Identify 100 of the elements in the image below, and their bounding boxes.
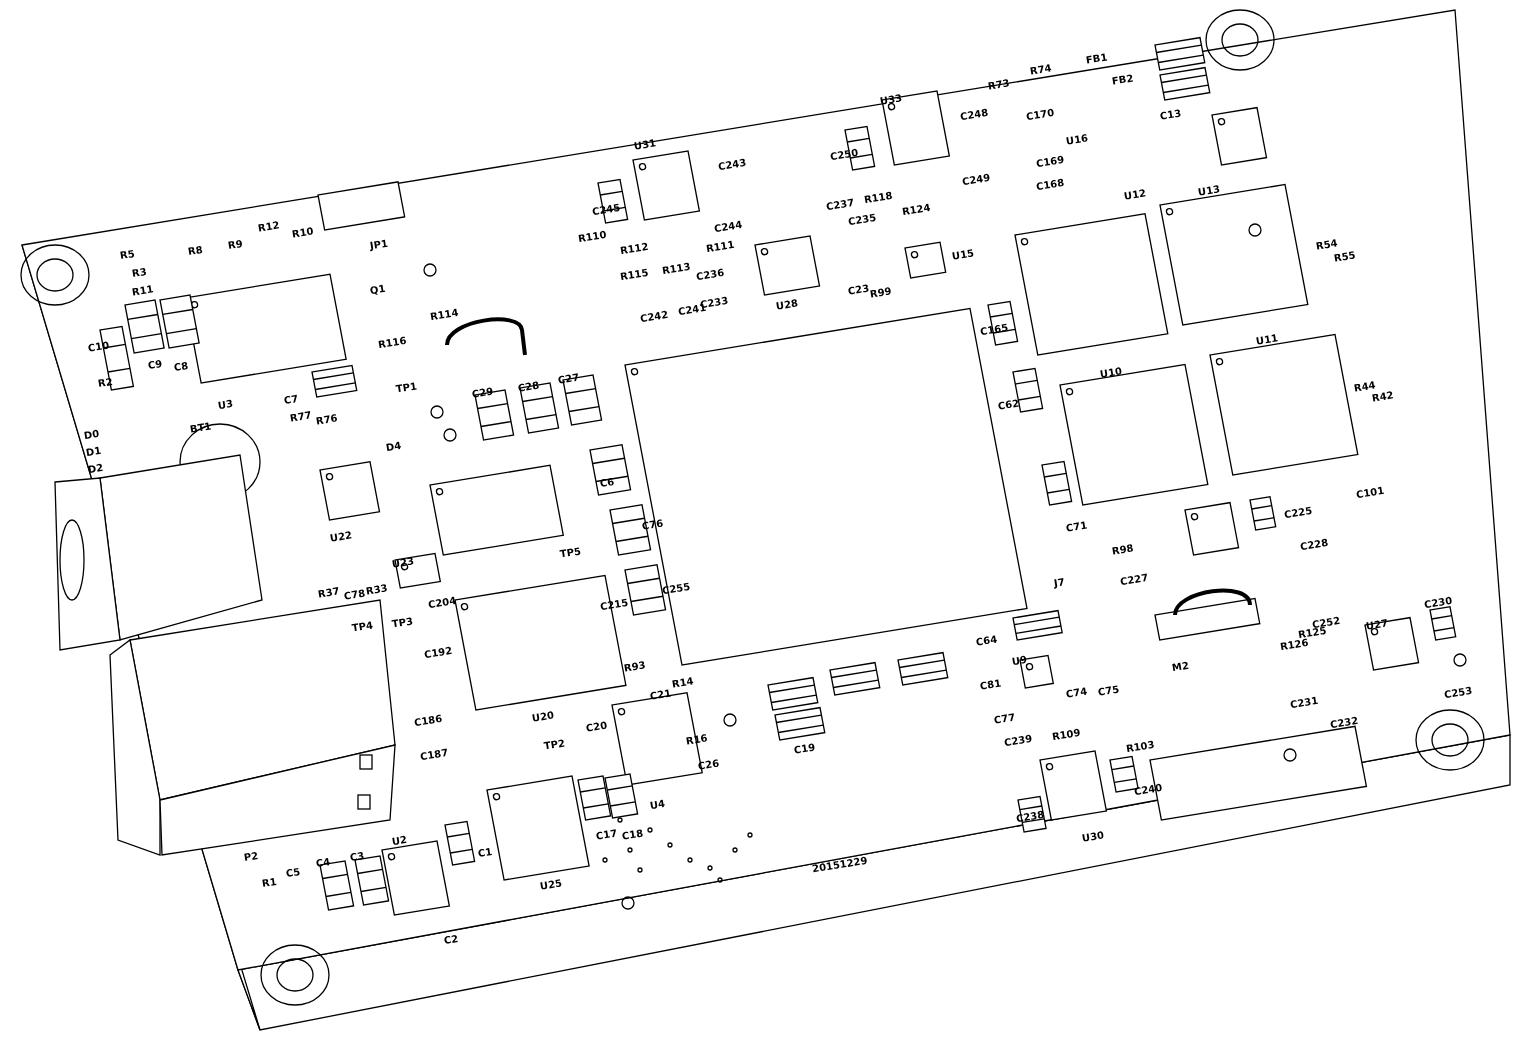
silkscreen-label: TP2 — [543, 738, 566, 752]
silkscreen-label: U2 — [391, 834, 408, 848]
silkscreen-label: C20 — [585, 720, 608, 734]
silkscreen-label: C78 — [343, 588, 366, 602]
silkscreen-label: R113 — [661, 261, 692, 277]
silkscreen-label: C165 — [979, 322, 1009, 338]
silkscreen-label: R118 — [863, 190, 894, 206]
silkscreen-label: C250 — [829, 147, 859, 163]
silkscreen-label: R33 — [365, 583, 389, 597]
silkscreen-label: C192 — [423, 645, 453, 661]
silkscreen-label: R99 — [869, 286, 893, 300]
silkscreen-label: U25 — [539, 878, 563, 892]
silkscreen-label: R93 — [623, 660, 647, 674]
silkscreen-label: C230 — [1423, 595, 1453, 611]
silkscreen-label: U28 — [775, 298, 799, 312]
silkscreen-label: BT1 — [189, 421, 213, 435]
silkscreen-label: M2 — [1171, 660, 1190, 674]
silkscreen-label: C1 — [477, 846, 493, 860]
silkscreen-label: C242 — [639, 309, 669, 325]
silkscreen-label: C3 — [349, 850, 365, 864]
silkscreen-label: C227 — [1119, 572, 1149, 588]
silkscreen-label: U33 — [879, 93, 903, 107]
silkscreen-label: C17 — [595, 828, 618, 842]
silkscreen-label: U3 — [217, 398, 234, 412]
silkscreen-label: C76 — [641, 518, 664, 532]
silkscreen-label: R1 — [261, 876, 278, 890]
silkscreen-label: C29 — [471, 386, 494, 400]
silkscreen-label: C81 — [979, 678, 1002, 692]
silkscreen-label: JP1 — [369, 238, 389, 252]
silkscreen-label: D1 — [85, 445, 102, 459]
silkscreen-label: U30 — [1081, 830, 1105, 844]
silkscreen-label: R114 — [429, 307, 460, 323]
silkscreen-label: U16 — [1065, 133, 1089, 147]
silkscreen-label: R5 — [119, 248, 136, 262]
silkscreen-label: Q1 — [369, 283, 387, 297]
silkscreen-label: C18 — [621, 828, 644, 842]
silkscreen-label: C169 — [1035, 154, 1065, 170]
silkscreen-label: R103 — [1125, 739, 1156, 755]
silkscreen-label: C236 — [695, 267, 725, 283]
silkscreen-label: C249 — [961, 172, 991, 188]
silkscreen-label: C204 — [427, 595, 457, 611]
silkscreen-label: C231 — [1289, 695, 1319, 711]
silkscreen-label: U22 — [329, 530, 353, 544]
silkscreen-label: U12 — [1123, 188, 1147, 202]
silkscreen-label: C26 — [697, 758, 720, 772]
silkscreen-label: D0 — [83, 428, 100, 442]
silkscreen-label: J7 — [1053, 577, 1066, 589]
silkscreen-label: R37 — [317, 586, 341, 600]
silkscreen-label: R10 — [291, 226, 315, 240]
silkscreen-label: 20151229 — [811, 855, 869, 875]
silkscreen-label: C237 — [825, 197, 855, 213]
silkscreen-label: U27 — [1365, 618, 1389, 632]
silkscreen-label: C239 — [1003, 733, 1033, 749]
silkscreen-label: C9 — [147, 358, 163, 372]
silkscreen-label: R8 — [187, 244, 204, 258]
silkscreen-label: R115 — [619, 267, 650, 283]
silkscreen-label: C74 — [1065, 686, 1088, 700]
silkscreen-label: C186 — [413, 713, 443, 729]
silkscreen-label: C64 — [975, 634, 998, 648]
silkscreen-label: C170 — [1025, 107, 1055, 123]
silkscreen-label: P2 — [243, 850, 259, 864]
silkscreen-label: U10 — [1099, 366, 1123, 380]
silkscreen-label: C228 — [1299, 537, 1329, 553]
silkscreen-label: C238 — [1015, 809, 1045, 825]
silkscreen-label: C240 — [1133, 782, 1163, 798]
silkscreen-label: R55 — [1333, 250, 1357, 264]
silkscreen-label: D4 — [385, 440, 402, 454]
silkscreen-label: C244 — [713, 219, 743, 235]
silkscreen-label: C75 — [1097, 684, 1120, 698]
silkscreen-label: R9 — [227, 238, 244, 252]
silkscreen-label: TP5 — [559, 546, 582, 560]
silkscreen-label: C10 — [87, 340, 110, 354]
silkscreen-label: C168 — [1035, 177, 1065, 193]
silkscreen-label: TP4 — [351, 620, 374, 634]
silkscreen-label: FB2 — [1111, 73, 1135, 87]
silkscreen-label: C225 — [1283, 505, 1313, 521]
silkscreen-label: C253 — [1443, 685, 1473, 701]
silkscreen-label: C248 — [959, 107, 989, 123]
silkscreen-label: R12 — [257, 220, 281, 234]
silkscreen-label: U4 — [649, 798, 666, 812]
silkscreen-label: R112 — [619, 241, 650, 257]
silkscreen-label: C187 — [419, 747, 449, 763]
silkscreen-label: C235 — [847, 212, 877, 228]
silkscreen-label: R109 — [1051, 727, 1082, 743]
silkscreen-label: C215 — [599, 597, 629, 613]
silkscreen-label: R11 — [131, 284, 155, 298]
silkscreen-label: C5 — [285, 866, 301, 880]
silkscreen-label: R124 — [901, 202, 932, 218]
silkscreen-label: C19 — [793, 742, 816, 756]
silkscreen-label: U31 — [633, 138, 657, 152]
silkscreen-label: R110 — [577, 229, 608, 245]
silkscreen-label: U9 — [1011, 654, 1028, 668]
silkscreen-label: C255 — [661, 581, 691, 597]
silkscreen-label: R14 — [671, 676, 695, 690]
silkscreen-label: C7 — [283, 393, 299, 407]
silkscreen-label: R116 — [377, 335, 408, 351]
silkscreen-label: C4 — [315, 856, 331, 870]
silkscreen-label: R16 — [685, 733, 709, 747]
silkscreen-label: R74 — [1029, 63, 1053, 77]
silkscreen-label: C13 — [1159, 108, 1182, 122]
